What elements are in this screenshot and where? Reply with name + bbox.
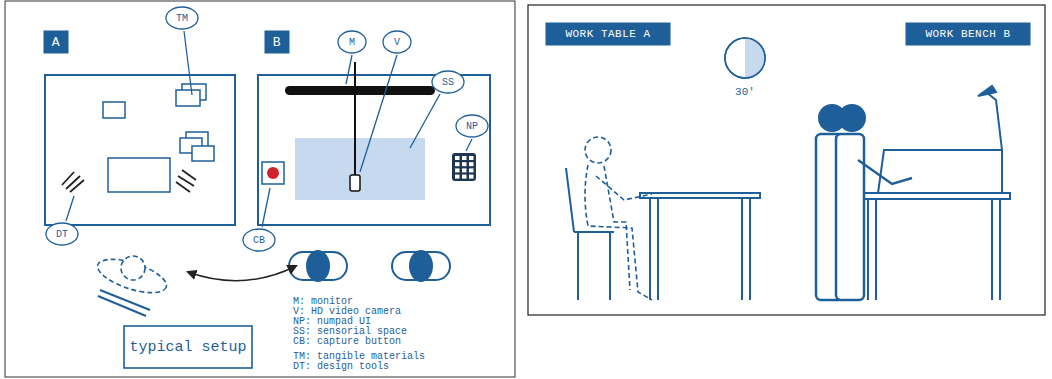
- node-text: NP: [466, 121, 478, 132]
- node-text: WORK TABLE A: [565, 28, 650, 40]
- legend-line: NP: numpad UI: [293, 317, 371, 327]
- node-text: typical setup: [129, 339, 246, 356]
- legend-line: V: HD video camera: [293, 307, 401, 317]
- node-text: V: [394, 37, 400, 48]
- label-band: WORK TABLE A: [545, 22, 671, 46]
- node-text: TM: [176, 13, 188, 24]
- callout-oval: M: [337, 30, 367, 54]
- callout-oval: NP: [455, 114, 489, 138]
- label-band: B: [264, 30, 290, 54]
- duration-label: 30': [735, 86, 755, 98]
- callout-oval: TM: [165, 6, 199, 30]
- callout-oval: V: [382, 30, 412, 54]
- legend-line: DT: design tools: [293, 362, 389, 372]
- node-text: CB: [253, 235, 265, 246]
- legend-line: SS: sensorial space: [293, 327, 407, 337]
- node-text: M: [349, 37, 355, 48]
- legend-line: M: monitor: [293, 297, 353, 307]
- callout-oval: SS: [431, 70, 465, 94]
- callout-oval: DT: [45, 222, 79, 246]
- label-band: WORK BENCH B: [905, 22, 1031, 46]
- node-text: B: [273, 35, 281, 50]
- node-text: DT: [56, 229, 68, 240]
- callout-oval: CB: [242, 228, 276, 252]
- node-text: A: [52, 35, 60, 50]
- node-text: WORK BENCH B: [925, 28, 1010, 40]
- legend-line: TM: tangible materials: [293, 352, 425, 362]
- label-band: A: [43, 30, 69, 54]
- caption-box: typical setup: [123, 325, 253, 369]
- node-text: SS: [442, 77, 454, 88]
- legend-line: CB: capture button: [293, 337, 401, 347]
